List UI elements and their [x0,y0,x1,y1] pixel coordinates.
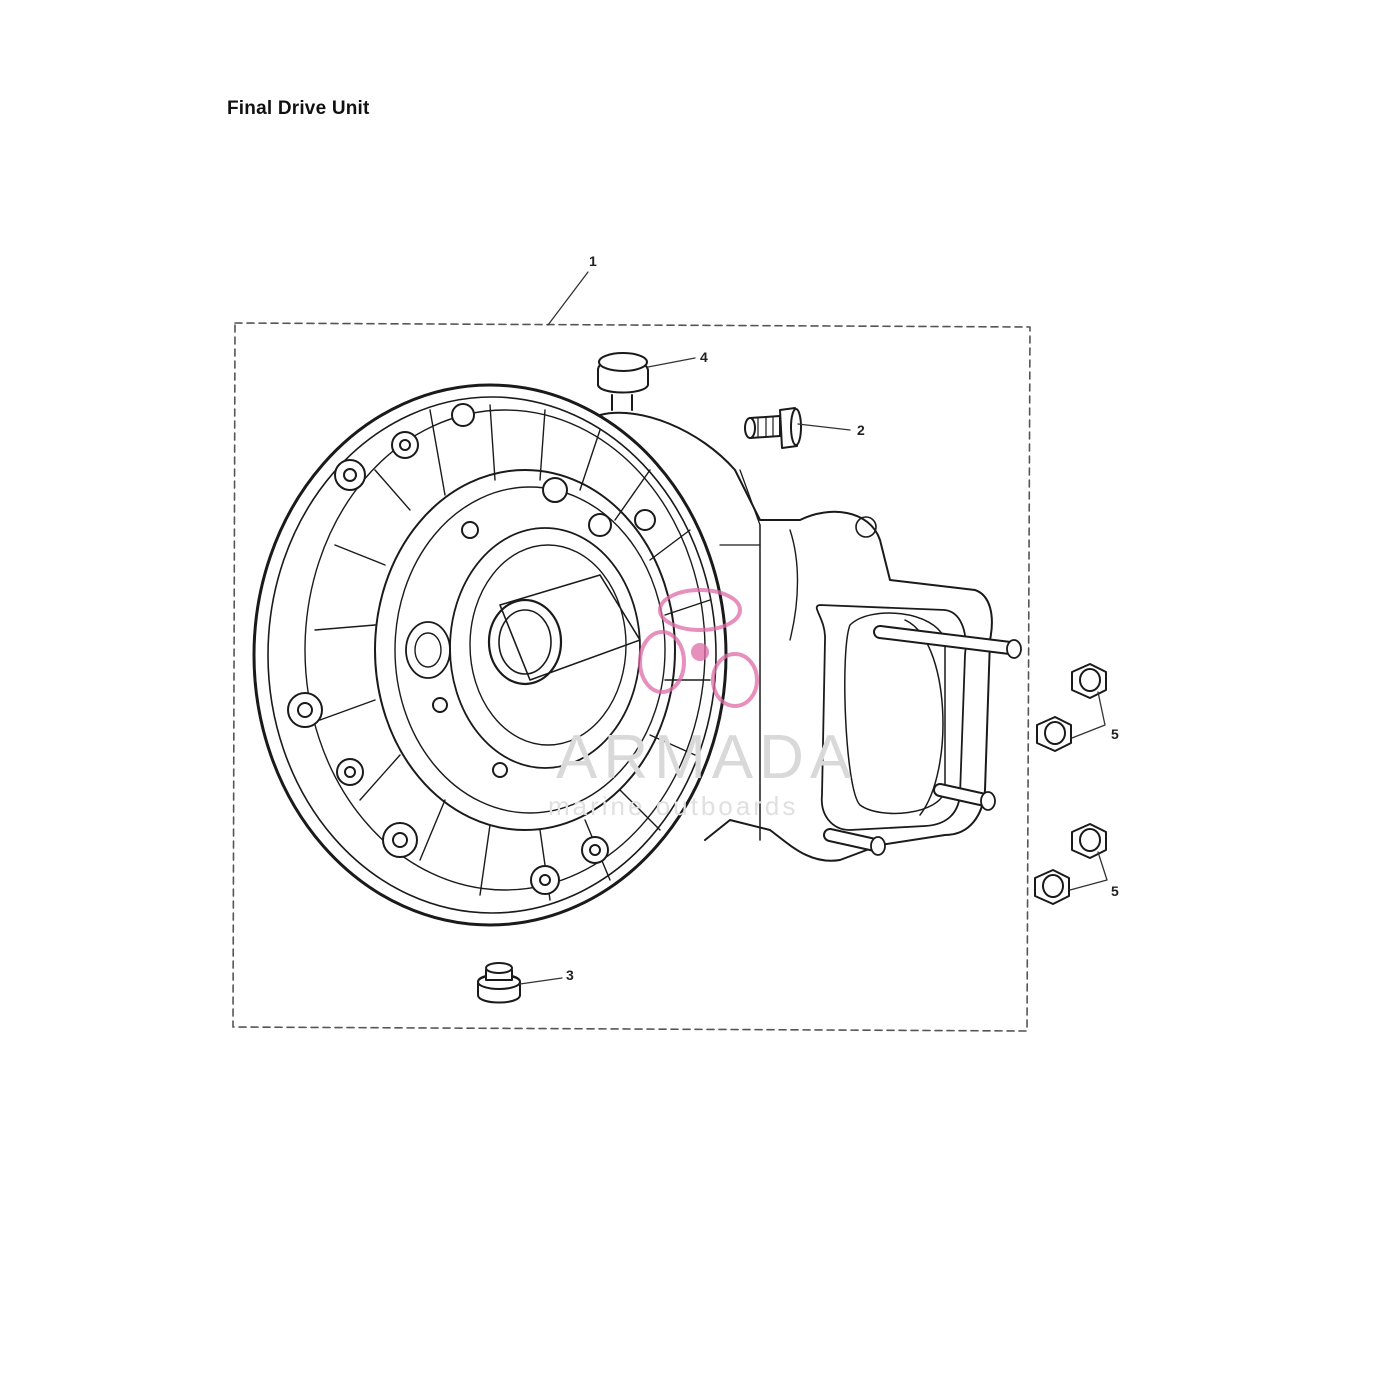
nut-4 [1034,869,1070,905]
kit-boundary-box [232,322,1031,1032]
diagram-title: Final Drive Unit [227,98,370,119]
crown-wheel-housing [252,383,728,927]
callout-5a: 5 [1111,726,1119,742]
watermark-main: ARMADA [556,723,857,792]
watermark-sub: marine outboards [548,791,798,821]
watermark-logo-icon [638,588,759,708]
drain-plug-part-3 [477,962,521,1004]
housing-bolts [287,403,656,895]
leader-lines [519,271,1108,985]
bolt-part-2 [744,407,802,449]
watermark: ARMADA marine outboards [548,588,857,821]
pinion-housing [599,411,1022,862]
callout-3: 3 [566,967,574,983]
nut-1 [1071,663,1107,699]
nut-2 [1036,716,1072,752]
nut-3 [1071,823,1107,859]
callout-5b: 5 [1111,883,1119,899]
callout-4: 4 [700,349,708,365]
callout-2: 2 [857,422,865,438]
callout-1: 1 [589,253,597,269]
breather-cap [597,352,649,411]
nuts-part-5 [1034,663,1107,905]
